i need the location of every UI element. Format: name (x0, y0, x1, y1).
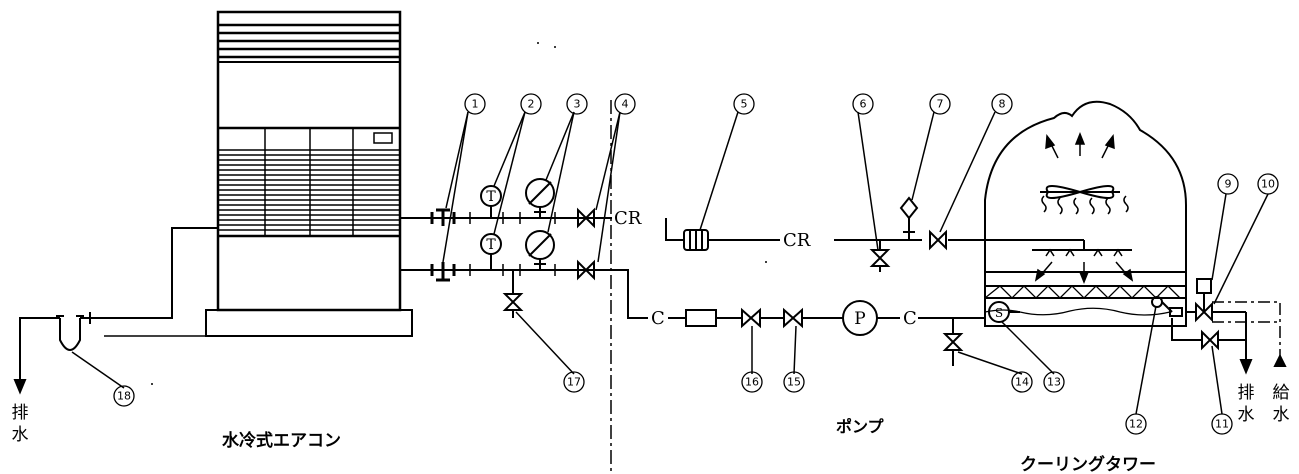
callout-number: 15 (787, 376, 801, 389)
cooling-tower-label: クーリングタワー (1020, 454, 1156, 474)
water-cooled-aircon-unit (205, 10, 413, 337)
callout-number: 13 (1047, 376, 1061, 389)
pipe-label-cr: CR (614, 208, 642, 229)
callout-number: 4 (622, 98, 629, 111)
callout-number: 7 (937, 98, 944, 111)
callout-number: 18 (117, 390, 131, 403)
callout-markers (113, 93, 1279, 435)
gate-valve-icon (577, 207, 595, 281)
callout-number: 6 (860, 98, 867, 111)
drain-valve-icon (942, 318, 964, 366)
drain-label: 水 (12, 425, 29, 445)
drain-label: 排 (12, 403, 29, 423)
pipe-label-c: C (903, 308, 917, 329)
cooling-tower (984, 100, 1187, 327)
drain-trap (13, 312, 92, 395)
callout-number: 3 (574, 98, 581, 111)
callout-number: 14 (1015, 376, 1029, 389)
pipe-label-cr: CR (783, 230, 811, 251)
callout-number: 11 (1215, 418, 1229, 431)
air-vent-icon (899, 196, 919, 240)
union-fittings (430, 208, 456, 282)
vent-valve-icon (869, 240, 891, 272)
callout-number: 16 (745, 376, 759, 389)
pump-label: ポンプ (836, 417, 885, 436)
callout-number: 2 (528, 98, 535, 111)
drain-valve-icon (1201, 329, 1219, 351)
pump-symbol: P (854, 309, 865, 329)
drain-label: 排 (1238, 383, 1255, 403)
pipe-label-c: C (651, 308, 665, 329)
thermometer-symbol: T (486, 189, 496, 205)
gate-valve-icon (741, 307, 761, 329)
callout-number: 8 (999, 98, 1006, 111)
strainer-symbol: S (995, 306, 1003, 320)
gate-valve-icon (929, 229, 947, 251)
callout-number: 1 (472, 98, 479, 111)
thermometer-symbol: T (486, 237, 496, 253)
pressure-gauge-icon (525, 178, 555, 270)
drain-label: 水 (1238, 405, 1255, 425)
thermometer-icon (480, 185, 502, 270)
callout-number: 17 (567, 376, 581, 389)
drain-valve-icon (502, 270, 524, 318)
callout-number: 9 (1225, 178, 1232, 191)
solenoid-valve-icon (1195, 301, 1213, 323)
callout-number: 5 (741, 98, 748, 111)
callout-number: 10 (1261, 178, 1275, 191)
check-valve-icon (783, 307, 803, 329)
supply-label: 水 (1273, 405, 1290, 425)
aircon-label: 水冷式エアコン (222, 430, 341, 451)
callout-number: 12 (1129, 418, 1143, 431)
supply-label: 給 (1273, 383, 1290, 403)
